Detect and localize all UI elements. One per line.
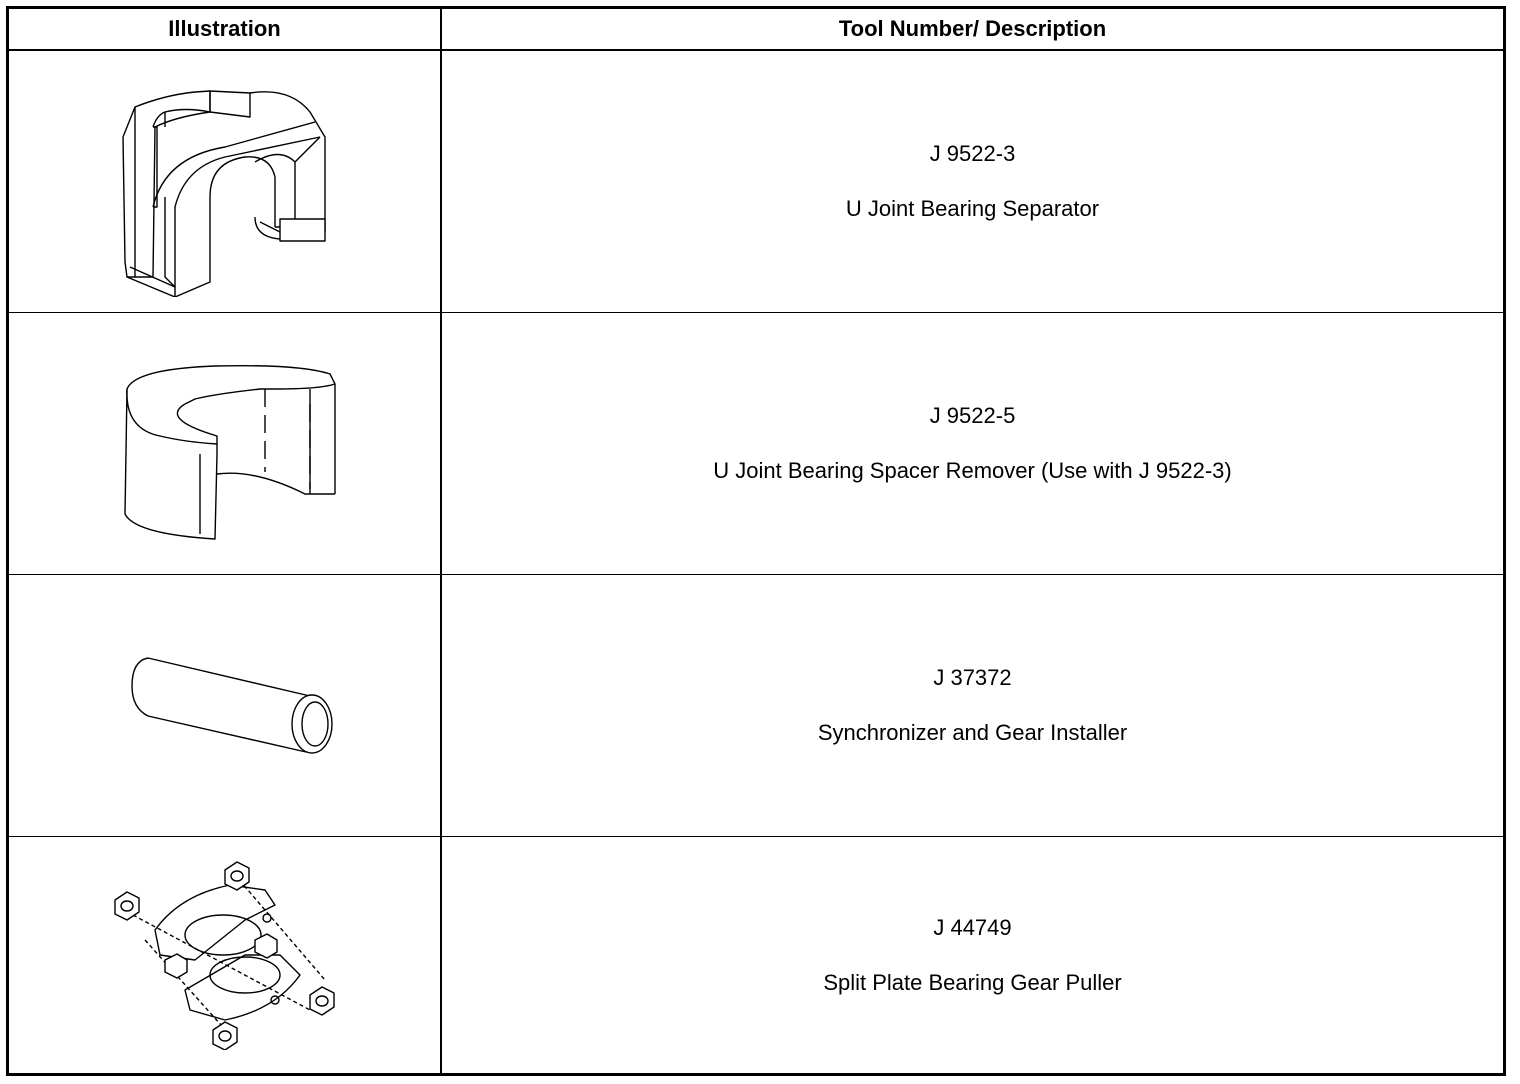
tool-description: Synchronizer and Gear Installer [817,720,1128,745]
illustration-cell [9,313,440,574]
tool-number: J 44749 [933,914,1012,940]
table-header-row: Illustration Tool Number/ Description [9,9,1503,51]
tool-number: J 37372 [933,665,1012,690]
table-row: J 9522-3 U Joint Bearing Separator [9,51,1503,313]
tool-number: J 9522-5 [929,403,1016,428]
tool-description: Split Plate Bearing Gear Puller [823,969,1122,995]
split-plate-bearing-gear-puller-illustration [113,861,335,1050]
illustration-cell [9,575,440,836]
header-tool-description: Tool Number/ Description [838,16,1107,41]
column-divider [440,9,442,1073]
table-row: J 9522-5 U Joint Bearing Spacer Remover … [9,313,1503,575]
table-row: J 44749 Split Plate Bearing Gear Puller [9,837,1503,1073]
illustration-cell [9,837,440,1073]
header-illustration: Illustration [168,16,281,41]
tool-table: Illustration Tool Number/ Description [6,6,1506,1076]
u-joint-bearing-spacer-remover-illustration [123,364,336,540]
synchronizer-gear-installer-illustration [130,656,333,754]
description-cell: J 44749 Split Plate Bearing Gear Puller [442,837,1503,1073]
description-cell: J 9522-3 U Joint Bearing Separator [442,51,1503,312]
illustration-cell [9,51,440,312]
tool-description: U Joint Bearing Separator [845,196,1100,221]
tool-description: U Joint Bearing Spacer Remover (Use with… [713,458,1232,483]
description-cell: J 37372 Synchronizer and Gear Installer [442,575,1503,836]
description-cell: J 9522-5 U Joint Bearing Spacer Remover … [442,313,1503,574]
tool-number: J 9522-3 [929,141,1016,166]
table-row: J 37372 Synchronizer and Gear Installer [9,575,1503,837]
u-joint-bearing-separator-illustration [121,89,326,297]
